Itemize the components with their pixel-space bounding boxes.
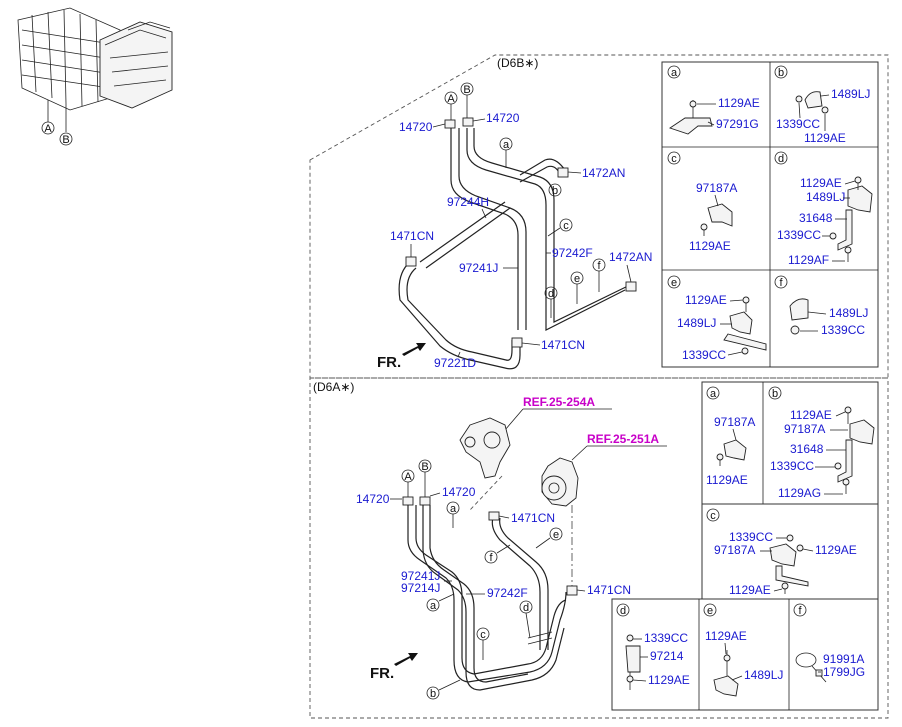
label-d6a-1471cn-2: 1471CN bbox=[587, 583, 631, 597]
label-1472an-2: 1472AN bbox=[609, 250, 652, 264]
label-97221d: 97221D bbox=[434, 356, 476, 370]
label-d6a-1471cn-1: 1471CN bbox=[511, 511, 555, 525]
label-d6a-14720-left: 14720 bbox=[356, 492, 390, 506]
d6b-detail-b-letter: b bbox=[778, 67, 784, 79]
svg-text:A: A bbox=[447, 93, 455, 105]
d6a-d-label-1: 1339CC bbox=[644, 631, 688, 645]
d6a-b-label-5: 1129AG bbox=[778, 486, 821, 500]
svg-text:a: a bbox=[430, 600, 437, 612]
svg-text:a: a bbox=[503, 139, 510, 151]
d6b-detail-a-letter: a bbox=[671, 67, 678, 79]
d6a-a-label-2: 1129AE bbox=[706, 473, 748, 487]
d6a-c-label-4: 1129AE bbox=[729, 583, 771, 597]
d6b-d-label-2: 1489LJ bbox=[806, 190, 845, 204]
label-1471cn-2: 1471CN bbox=[541, 338, 585, 352]
d6a-d-label-3: 1129AE bbox=[648, 673, 690, 687]
d6a-detail-b-letter: b bbox=[772, 388, 778, 400]
d6b-a-label-1: 1129AE bbox=[718, 96, 760, 110]
d6b-section: (D6B∗) A B a b c d e f 14720 bbox=[309, 54, 889, 379]
d6a-detail-c-letter: c bbox=[710, 510, 716, 522]
d6a-a-label-1: 97187A bbox=[714, 415, 755, 429]
svg-text:a: a bbox=[450, 503, 457, 515]
d6b-e-label-2: 1489LJ bbox=[677, 316, 716, 330]
svg-text:d: d bbox=[548, 288, 554, 300]
svg-text:c: c bbox=[480, 629, 486, 641]
d6b-b-label-1: 1489LJ bbox=[831, 87, 870, 101]
front-direction-label: FR. bbox=[377, 354, 401, 371]
svg-text:d: d bbox=[523, 602, 529, 614]
d6b-detail-grid: a 1129AE 97291G b 1489LJ 1339CC 1129AE c… bbox=[661, 61, 879, 368]
ref-25-254a: REF.25-254A bbox=[523, 395, 595, 409]
d6a-c-label-1: 1339CC bbox=[729, 530, 773, 544]
d6a-b-label-4: 1339CC bbox=[770, 459, 814, 473]
label-1472an-1: 1472AN bbox=[582, 166, 625, 180]
label-d6a-97241j: 97241J bbox=[401, 569, 440, 583]
ref-25-251a: REF.25-251A bbox=[587, 432, 659, 446]
d6b-f-label-2: 1339CC bbox=[821, 323, 865, 337]
d6a-section: (D6A∗) REF.25-254A REF.25-251A A B a e bbox=[309, 377, 889, 719]
d6b-detail-c-letter: c bbox=[671, 153, 677, 165]
label-14720-right: 14720 bbox=[486, 111, 520, 125]
overview-callout-a: A bbox=[44, 123, 52, 135]
d6b-c-label-1: 97187A bbox=[696, 181, 737, 195]
d6a-detail-a-letter: a bbox=[710, 388, 717, 400]
svg-text:f: f bbox=[597, 260, 601, 272]
label-14720-left: 14720 bbox=[399, 120, 433, 134]
d6a-detail-grid: a 97187A 1129AE b 1129AE 97187A 31648 13… bbox=[611, 381, 879, 711]
d6a-f-label-1: 91991A bbox=[823, 652, 864, 666]
d6b-b-label-2: 1339CC bbox=[776, 117, 820, 131]
d6a-detail-e-letter: e bbox=[707, 605, 713, 617]
svg-text:B: B bbox=[421, 461, 428, 473]
label-d6a-14720-right: 14720 bbox=[442, 485, 476, 499]
d6b-f-label-1: 1489LJ bbox=[829, 306, 868, 320]
d6a-d-label-2: 97214 bbox=[650, 649, 684, 663]
svg-text:c: c bbox=[563, 220, 569, 232]
d6b-c-label-2: 1129AE bbox=[689, 239, 731, 253]
svg-text:b: b bbox=[430, 688, 436, 700]
svg-text:A: A bbox=[404, 471, 412, 483]
svg-text:f: f bbox=[489, 552, 493, 564]
d6a-c-label-3: 1129AE bbox=[815, 543, 857, 557]
vehicle-overview: A B bbox=[17, 7, 173, 146]
label-97242f: 97242F bbox=[552, 246, 593, 260]
front-arrow-icon bbox=[402, 343, 426, 356]
d6a-b-label-3: 31648 bbox=[790, 442, 824, 456]
svg-text:e: e bbox=[553, 529, 559, 541]
label-97241j: 97241J bbox=[459, 261, 498, 275]
d6b-section-title: (D6B∗) bbox=[497, 56, 538, 70]
d6a-detail-d-letter: d bbox=[620, 605, 626, 617]
d6b-e-label-1: 1129AE bbox=[685, 293, 727, 307]
d6b-detail-e-letter: e bbox=[671, 277, 677, 289]
d6a-b-label-1: 1129AE bbox=[790, 408, 832, 422]
d6b-detail-f-letter: f bbox=[779, 277, 783, 289]
svg-text:e: e bbox=[574, 273, 580, 285]
d6b-a-label-2: 97291G bbox=[716, 117, 759, 131]
label-d6a-97242f: 97242F bbox=[487, 586, 528, 600]
d6b-d-label-1: 1129AE bbox=[800, 176, 842, 190]
d6a-detail-f-letter: f bbox=[798, 605, 802, 617]
d6b-d-label-3: 31648 bbox=[799, 211, 833, 225]
d6b-detail-d-letter: d bbox=[778, 153, 784, 165]
overview-callout-b: B bbox=[62, 134, 69, 146]
svg-text:B: B bbox=[463, 84, 470, 96]
d6b-b-label-3: 1129AE bbox=[804, 131, 846, 145]
d6a-e-label-1: 1129AE bbox=[705, 629, 747, 643]
d6b-d-label-5: 1129AF bbox=[788, 253, 829, 267]
d6b-d-label-4: 1339CC bbox=[777, 228, 821, 242]
d6b-e-label-3: 1339CC bbox=[682, 348, 726, 362]
d6a-c-label-2: 97187A bbox=[714, 543, 755, 557]
label-d6a-97214j: 97214J bbox=[401, 581, 440, 595]
front-direction-label-d6a: FR. bbox=[370, 665, 394, 682]
label-1471cn-1: 1471CN bbox=[390, 229, 434, 243]
d6a-b-label-2: 97187A bbox=[784, 422, 825, 436]
d6a-e-label-2: 1489LJ bbox=[744, 668, 783, 682]
d6a-f-label-2: 1799JG bbox=[823, 665, 865, 679]
front-arrow-icon-d6a bbox=[394, 653, 418, 666]
svg-text:b: b bbox=[552, 185, 558, 197]
d6a-section-title: (D6A∗) bbox=[313, 380, 354, 394]
label-97244h: 97244H bbox=[447, 195, 489, 209]
